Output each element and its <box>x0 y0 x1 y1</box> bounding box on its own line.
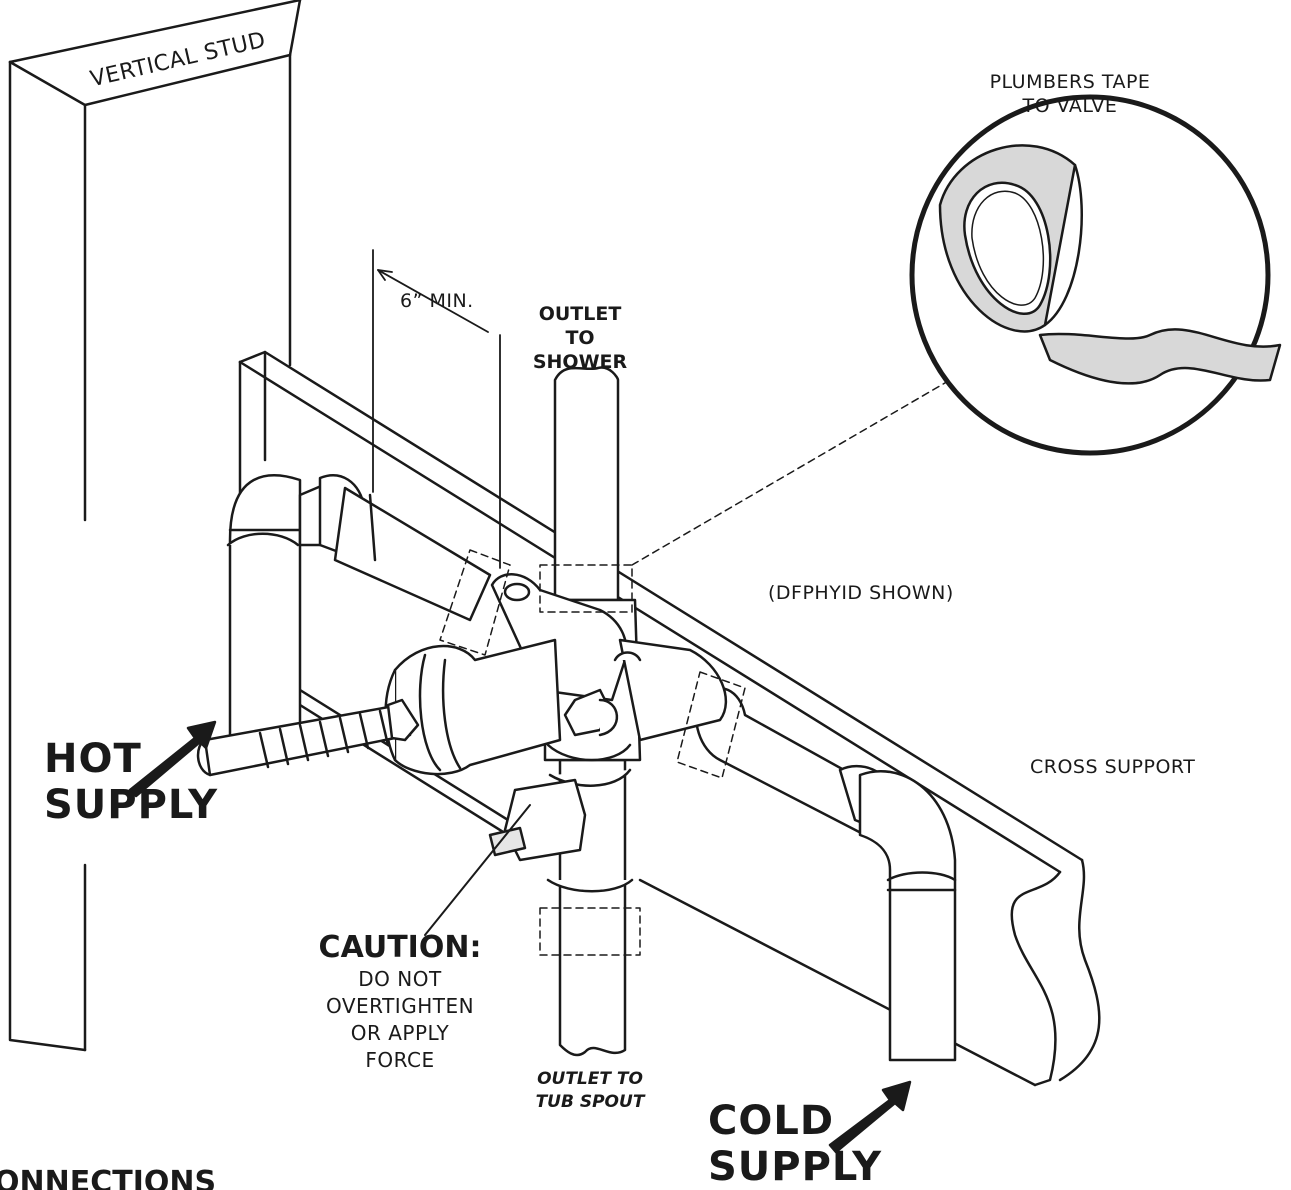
shower-outlet-pipe <box>553 366 620 602</box>
outlet-tub-line2: TUB SPOUT <box>535 1092 645 1112</box>
model-shown-label: (DFPHYID SHOWN) <box>768 582 954 604</box>
outlet-shower-label: OUTLET TO SHOWER <box>525 302 635 374</box>
outlet-shower-line1: OUTLET TO <box>538 303 622 349</box>
caution-note: CAUTION: DO NOT OVERTIGHTEN OR APPLY FOR… <box>305 930 495 1074</box>
hot-arrow <box>128 720 217 798</box>
tape-label-line1: PLUMBERS TAPE <box>989 71 1151 93</box>
section-heading-partial: ONNECTIONS <box>0 1168 217 1190</box>
outlet-tub-label: OUTLET TO TUB SPOUT <box>530 1068 650 1114</box>
plumbers-tape-inset <box>909 94 1282 456</box>
cold-label-line2: SUPPLY <box>708 1144 883 1190</box>
tape-label-line2: TO VALVE <box>1022 95 1118 117</box>
caution-line1: DO NOT <box>358 967 442 991</box>
tape-callout-boxes <box>439 379 951 956</box>
cold-label-line1: COLD <box>708 1098 835 1144</box>
min-distance-dimension <box>372 249 501 569</box>
threaded-stem <box>196 698 420 777</box>
cold-supply-pipe <box>694 686 957 1062</box>
caution-leader <box>424 804 531 936</box>
cross-support-label: CROSS SUPPORT <box>1030 756 1196 778</box>
cold-arrow <box>828 1080 912 1154</box>
hot-label-line2: SUPPLY <box>44 782 219 828</box>
min-distance-label: 6” MIN. <box>400 290 474 312</box>
caution-title: CAUTION: <box>318 930 482 965</box>
hot-supply-pipe <box>226 474 492 747</box>
cold-supply-label: COLD SUPPLY <box>708 1098 882 1190</box>
caution-line2: OVERTIGHTEN <box>325 994 475 1018</box>
vertical-stud <box>8 0 302 1052</box>
plumbers-tape-label: PLUMBERS TAPE TO VALVE <box>960 70 1180 118</box>
outlet-tub-line1: OUTLET TO <box>537 1069 643 1089</box>
caution-line4: FORCE <box>365 1048 435 1072</box>
valve-body <box>384 573 728 862</box>
caution-line3: OR APPLY <box>350 1021 450 1045</box>
hot-label-line1: HOT <box>44 736 142 782</box>
outlet-shower-line2: SHOWER <box>532 351 628 373</box>
hot-supply-label: HOT SUPPLY <box>44 736 218 828</box>
